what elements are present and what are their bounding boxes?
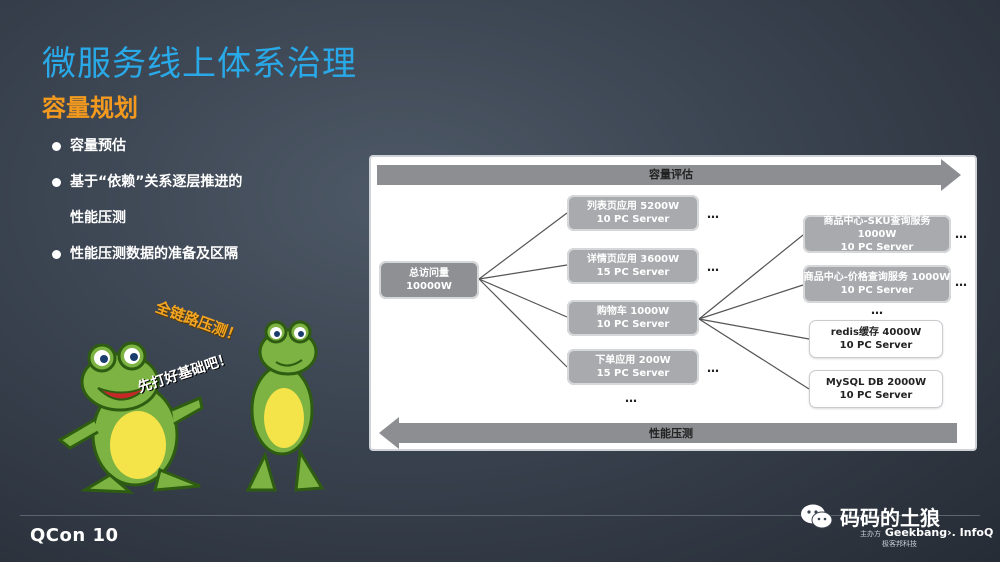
node-line2: 10 PC Server (839, 340, 913, 351)
app-node: 详情页应用 3600W 15 PC Server (567, 248, 699, 284)
node-line2: 15 PC Server (596, 368, 670, 379)
service-node: 商品中心-SKU查询服务 1000W 10 PC Server (803, 215, 951, 253)
root-node: 总访问量 10000W (379, 261, 479, 299)
node-line2: 10 PC Server (596, 214, 670, 225)
node-line2: 15 PC Server (596, 267, 670, 278)
node-line1: MySQL DB 2000W (825, 377, 927, 388)
node-line1: 详情页应用 3600W (586, 254, 680, 265)
wechat-account-name: 码码的土狼 (840, 506, 940, 530)
frogs-illustration (57, 320, 325, 494)
bullet-list: 容量预估 基于“依赖”关系逐层推进的 性能压测 性能压测数据的准备及区隔 (50, 134, 350, 278)
node-line1: 下单应用 200W (595, 355, 671, 366)
organizer-brands: 主办方 Geekbang›. InfoQ 极客邦科技 (860, 526, 993, 549)
organizer-label: 主办方 (860, 530, 881, 538)
footer-divider (20, 515, 980, 516)
ellipsis: … (955, 227, 968, 241)
app-node: 购物车 1000W 10 PC Server (567, 300, 699, 336)
bullet-item: 性能压测数据的准备及区隔 (50, 242, 350, 278)
top-arrow-label: 容量评估 (649, 168, 693, 181)
ellipsis: … (625, 391, 638, 405)
bullet-dot-icon (52, 178, 61, 187)
bullet-dot-icon (52, 142, 61, 151)
app-node: 列表页应用 5200W 10 PC Server (567, 195, 699, 231)
geekbang-subtitle: 极客邦科技 (882, 540, 917, 548)
service-node: 商品中心-价格查询服务 1000W 10 PC Server (803, 265, 951, 303)
bullet-item-continuation: 性能压测 (50, 206, 350, 242)
node-line1: redis缓存 4000W (830, 327, 922, 338)
wechat-icon (801, 504, 833, 528)
ellipsis: … (707, 260, 720, 274)
diagram-connectors (377, 159, 961, 449)
wechat-account: 码码的土狼 (800, 502, 940, 531)
bullet-text: 性能压测 (70, 210, 126, 226)
node-line1: 购物车 1000W (596, 306, 670, 317)
right-frog-icon (245, 320, 325, 492)
qcon-logo: QCon 10 (30, 525, 119, 546)
app-node: 下单应用 200W 15 PC Server (567, 349, 699, 385)
slide-subtitle: 容量规划 (42, 94, 138, 122)
node-line2: 10 PC Server (839, 390, 913, 401)
bottom-arrow-icon (379, 417, 957, 449)
bullet-text: 性能压测数据的准备及区隔 (70, 246, 238, 262)
node-line1: 商品中心-价格查询服务 1000W (803, 272, 951, 283)
node-line2: 10000W (406, 281, 452, 292)
node-line2: 10 PC Server (840, 241, 914, 253)
ellipsis: … (871, 303, 884, 317)
service-node: redis缓存 4000W 10 PC Server (809, 320, 943, 358)
geekbang-logo: Geekbang›. (884, 526, 956, 539)
bullet-item: 基于“依赖”关系逐层推进的 (50, 170, 350, 206)
capacity-diagram: 容量评估 性能压测 总访问量 10000W 列表页应用 5200W 10 PC … (369, 155, 977, 451)
bullet-text: 基于“依赖”关系逐层推进的 (70, 174, 243, 190)
node-line1: 列表页应用 5200W (586, 201, 680, 212)
top-arrow-icon (377, 159, 961, 191)
node-line1: 商品中心-SKU查询服务 1000W (823, 215, 931, 240)
slide-title: 微服务线上体系治理 (42, 44, 357, 84)
ellipsis: … (707, 207, 720, 221)
infoq-logo: InfoQ (959, 526, 994, 539)
bullet-dot-icon (52, 250, 61, 259)
bullet-item: 容量预估 (50, 134, 350, 170)
service-node: MySQL DB 2000W 10 PC Server (809, 370, 943, 408)
bottom-arrow-label: 性能压测 (649, 427, 693, 440)
ellipsis: … (955, 275, 968, 289)
ellipsis: … (707, 361, 720, 375)
bullet-text: 容量预估 (70, 138, 126, 154)
node-line2: 10 PC Server (596, 319, 670, 330)
node-line2: 10 PC Server (840, 285, 914, 296)
node-line1: 总访问量 (409, 268, 449, 279)
left-frog-icon (57, 341, 204, 494)
